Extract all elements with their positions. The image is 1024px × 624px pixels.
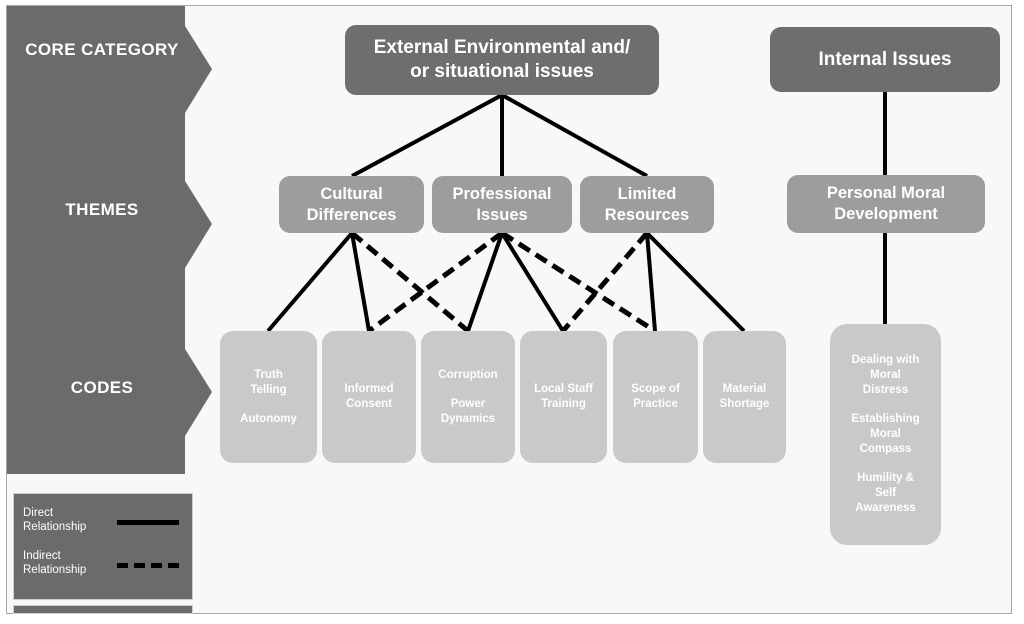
node-code-corruption-power-dynamics[interactable]: Corruption Power Dynamics [421, 331, 515, 463]
node-personal-line1: Personal Moral [826, 184, 946, 202]
node-code-truth-telling-autonomy[interactable]: Truth Telling Autonomy [220, 331, 317, 463]
node-professional-issues[interactable]: Professional Issues [432, 176, 572, 233]
code-group: Informed Consent [344, 382, 393, 412]
code-line: Humility & [857, 472, 914, 484]
code-line: Distress [862, 384, 909, 396]
node-personal-moral-development[interactable]: Personal Moral Development [787, 175, 985, 233]
node-limited-line1: Limited [617, 184, 677, 203]
code-line: Power [450, 397, 486, 410]
code-line: Corruption [438, 368, 498, 381]
legend-direct-text: Direct Relationship [23, 506, 115, 534]
legend-dashed-line-swatch [117, 563, 179, 568]
code-line: Material [722, 383, 767, 395]
node-limited-line2: Resources [604, 205, 690, 224]
code-line: Scope of [631, 383, 680, 395]
code-line: Moral [870, 428, 901, 440]
legend-bottom-bar [13, 605, 193, 614]
node-code-local-staff-training[interactable]: Local Staff Training [520, 331, 607, 463]
code-line: Dealing with [851, 354, 920, 366]
code-group: Power Dynamics [441, 397, 495, 427]
code-line: Informed [344, 383, 394, 395]
node-code-informed-consent[interactable]: Informed Consent [322, 331, 416, 463]
code-group: Local Staff Training [534, 382, 593, 412]
code-line: Telling [250, 383, 287, 396]
node-external-line1: External Environmental and/ [373, 37, 631, 58]
node-code-scope-of-practice[interactable]: Scope of Practice [613, 331, 698, 463]
node-code-material-shortage[interactable]: Material Shortage [703, 331, 786, 463]
code-group: Dealing with Moral Distress [852, 353, 920, 398]
node-internal-line1: Internal Issues [818, 48, 952, 70]
code-line: Dynamics [440, 412, 496, 425]
code-group: Scope of Practice [631, 382, 680, 412]
node-professional-line2: Issues [476, 205, 528, 224]
legend-solid-line-swatch [117, 520, 179, 525]
code-line: Truth [254, 368, 283, 381]
code-line: Awareness [855, 502, 916, 514]
node-internal-issues[interactable]: Internal Issues [770, 27, 1000, 92]
code-group: Autonomy [240, 412, 297, 427]
legend-indirect-line1: Indirect [23, 550, 61, 562]
sidebar-chevron-shape [7, 6, 212, 474]
legend-indirect-line2: Relationship [23, 564, 87, 576]
code-line: Consent [345, 398, 392, 410]
legend-direct-line2: Relationship [23, 521, 87, 533]
code-line: Autonomy [240, 412, 297, 425]
legend-direct-line1: Direct [23, 507, 54, 519]
code-group: Humility & Self Awareness [855, 471, 916, 516]
code-group: Truth Telling [250, 368, 286, 398]
node-external-environmental-issues[interactable]: External Environmental and/ or situation… [345, 25, 659, 95]
code-line: Training [541, 398, 586, 410]
node-personal-line2: Development [834, 205, 938, 223]
code-line: Practice [633, 398, 678, 410]
legend: Direct Relationship Indirect Relationshi… [13, 493, 193, 600]
legend-item-direct: Direct Relationship [23, 506, 189, 534]
code-line: Establishing [851, 413, 920, 425]
code-line: Shortage [719, 398, 770, 410]
legend-item-indirect: Indirect Relationship [23, 549, 189, 577]
node-limited-resources[interactable]: Limited Resources [580, 176, 714, 233]
code-line: Self [874, 487, 897, 499]
code-group: Establishing Moral Compass [851, 412, 919, 457]
code-line: Compass [859, 443, 912, 455]
code-line: Local Staff [534, 383, 593, 395]
node-cultural-differences[interactable]: Cultural Differences [279, 176, 424, 233]
node-professional-line1: Professional [452, 184, 552, 203]
code-group: Corruption [438, 368, 497, 383]
code-group: Material Shortage [720, 382, 770, 412]
legend-indirect-text: Indirect Relationship [23, 549, 115, 577]
code-line: Moral [870, 369, 901, 381]
node-cultural-line1: Cultural [320, 184, 383, 203]
node-code-moral-development-codes[interactable]: Dealing with Moral Distress Establishing… [830, 324, 941, 545]
node-cultural-line2: Differences [306, 205, 397, 224]
node-external-line2: or situational issues [410, 61, 594, 82]
